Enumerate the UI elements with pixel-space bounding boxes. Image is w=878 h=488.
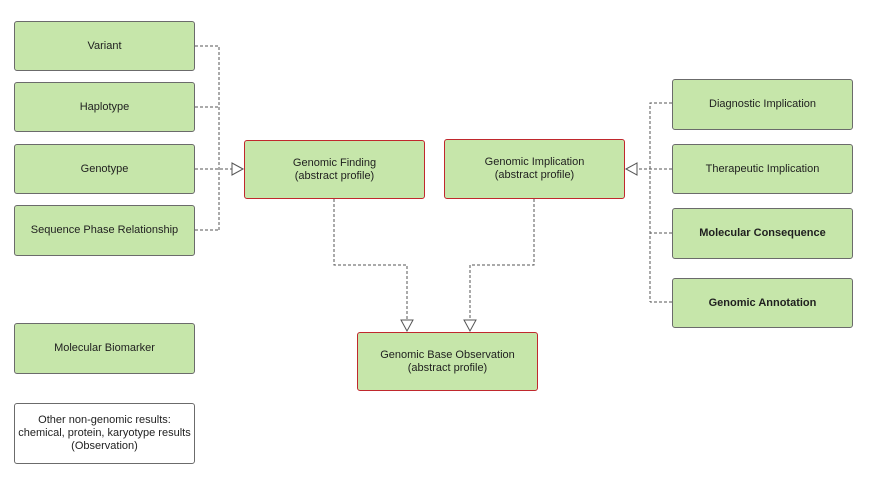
- other-results-box: Other non-genomic results: chemical, pro…: [14, 403, 195, 464]
- genotype-label: Genotype: [80, 162, 129, 175]
- genotype-profile-box: Genotype: [14, 144, 195, 194]
- connector-diagnostic: [649, 102, 672, 302]
- connector-finding-to-base: [333, 199, 408, 319]
- haplotype-profile-box: Haplotype: [14, 82, 195, 132]
- diagnostic-implication-box: Diagnostic Implication: [672, 79, 853, 130]
- genomic-finding-label: Genomic Finding (abstract profile): [292, 156, 377, 182]
- generalization-arrow-implication: [624, 162, 638, 176]
- connector-implication-to-base: [469, 199, 535, 319]
- generalization-arrow-base-left: [400, 319, 414, 333]
- diagnostic-implication-label: Diagnostic Implication: [709, 98, 816, 110]
- other-results-label: Other non-genomic results: chemical, pro…: [18, 414, 191, 452]
- genomic-annotation-label: Genomic Annotation: [708, 296, 817, 309]
- molecular-biomarker-label: Molecular Biomarker: [54, 342, 155, 354]
- genomic-implication-box: Genomic Implication (abstract profile): [444, 139, 625, 199]
- genomic-implication-label: Genomic Implication (abstract profile): [484, 156, 585, 181]
- genomic-base-observation-box: Genomic Base Observation (abstract profi…: [357, 332, 538, 391]
- generalization-arrow-base-right: [463, 319, 477, 333]
- variant-label: Variant: [87, 39, 122, 52]
- genomic-annotation-box: Genomic Annotation: [672, 278, 853, 328]
- therapeutic-implication-label: Therapeutic Implication: [705, 162, 820, 175]
- molecular-biomarker-box: Molecular Biomarker: [14, 323, 195, 374]
- sequence-phase-relationship-box: Sequence Phase Relationship: [14, 205, 195, 256]
- molecular-consequence-label: Molecular Consequence: [699, 227, 826, 239]
- haplotype-label: Haplotype: [79, 100, 130, 113]
- variant-profile-box: Variant: [14, 21, 195, 71]
- genomic-finding-box: Genomic Finding (abstract profile): [244, 140, 425, 199]
- molecular-consequence-box: Molecular Consequence: [672, 208, 853, 259]
- generalization-arrow-finding: [231, 162, 245, 176]
- connector-variant: [195, 45, 220, 230]
- genomic-base-observation-label: Genomic Base Observation (abstract profi…: [380, 348, 515, 374]
- sequence-phase-relationship-label: Sequence Phase Relationship: [30, 224, 179, 236]
- therapeutic-implication-box: Therapeutic Implication: [672, 144, 853, 194]
